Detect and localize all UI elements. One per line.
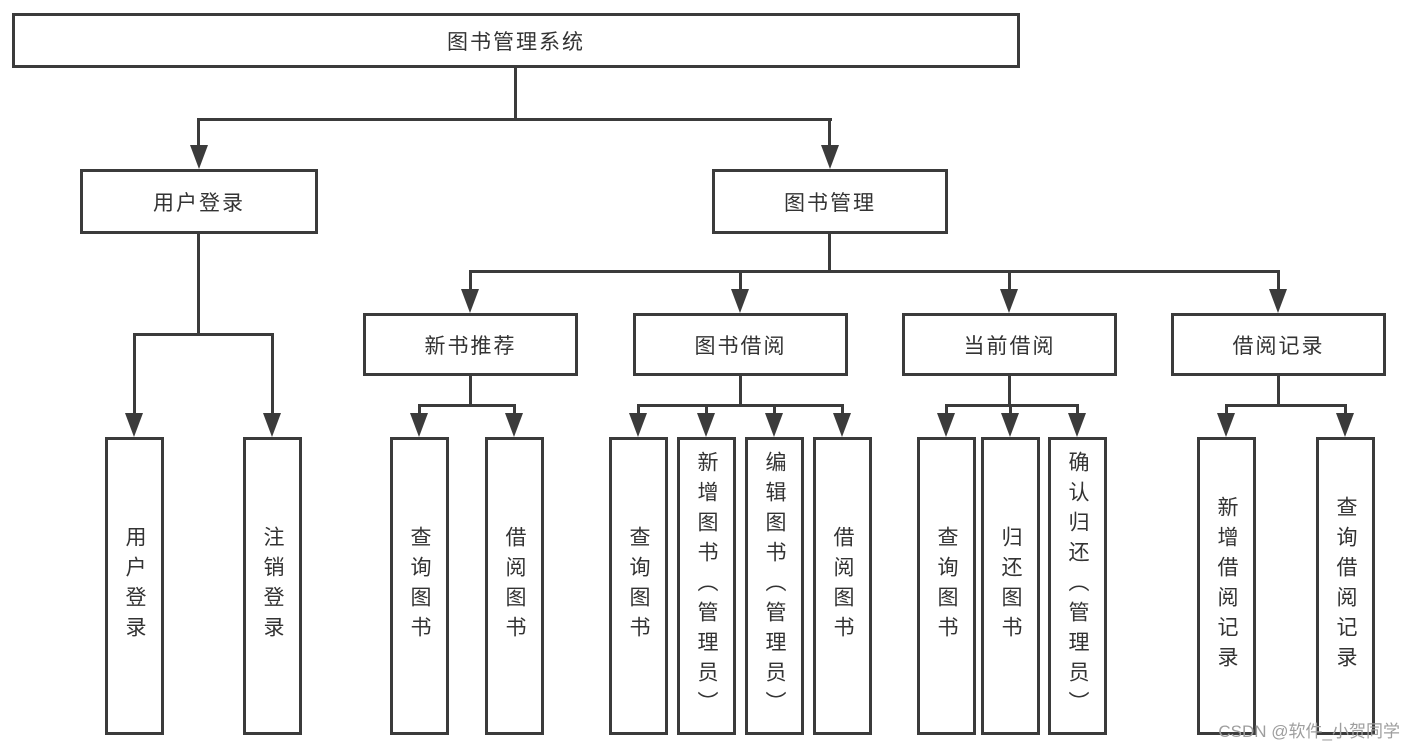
connector-line	[637, 404, 640, 418]
connector-line	[841, 404, 844, 418]
node-label: 借阅图书	[503, 526, 526, 646]
node-label: 查询借阅记录	[1334, 496, 1357, 676]
node-label: 借阅记录	[1232, 334, 1325, 358]
node-label: 图书借阅	[694, 334, 787, 358]
node-borrowing-records: 借阅记录	[1171, 313, 1386, 376]
leaf-add-books-admin: 新增图书（管理员）	[677, 437, 736, 735]
arrowhead-down-icon	[1001, 413, 1019, 437]
node-label: 查询图书	[408, 526, 431, 646]
node-library-management-system: 图书管理系统	[12, 13, 1020, 68]
connector-line	[469, 270, 472, 294]
leaf-query-books-borrow: 查询图书	[609, 437, 668, 735]
connector-line	[133, 333, 136, 418]
node-current-borrowing: 当前借阅	[902, 313, 1117, 376]
connector-line	[739, 376, 742, 407]
connector-line	[469, 270, 1280, 273]
node-book-borrowing: 图书借阅	[633, 313, 848, 376]
connector-line	[945, 404, 1079, 407]
leaf-borrow-books: 借阅图书	[813, 437, 872, 735]
leaf-query-books-recommend: 查询图书	[390, 437, 449, 735]
connector-line	[773, 404, 776, 418]
arrowhead-down-icon	[765, 413, 783, 437]
arrowhead-down-icon	[1269, 289, 1287, 313]
arrowhead-down-icon	[125, 413, 143, 437]
leaf-borrow-books-recommend: 借阅图书	[485, 437, 544, 735]
connector-line	[1277, 270, 1280, 294]
arrowhead-down-icon	[629, 413, 647, 437]
leaf-edit-books-admin: 编辑图书（管理员）	[745, 437, 804, 735]
connector-line	[1225, 404, 1347, 407]
arrowhead-down-icon	[1000, 289, 1018, 313]
node-label: 新增图书（管理员）	[695, 451, 718, 721]
connector-line	[418, 404, 421, 418]
arrowhead-down-icon	[833, 413, 851, 437]
node-label: 用户登录	[153, 191, 245, 215]
arrowhead-down-icon	[937, 413, 955, 437]
node-label: 确认归还（管理员）	[1066, 451, 1089, 721]
arrowhead-down-icon	[263, 413, 281, 437]
connector-line	[1344, 404, 1347, 418]
connector-line	[828, 234, 831, 273]
arrowhead-down-icon	[461, 289, 479, 313]
connector-line	[1009, 404, 1012, 418]
connector-line	[197, 118, 832, 121]
connector-line	[1008, 270, 1011, 294]
leaf-confirm-return-admin: 确认归还（管理员）	[1048, 437, 1107, 735]
node-label: 新书推荐	[424, 334, 517, 358]
connector-line	[945, 404, 948, 418]
connector-line	[1225, 404, 1228, 418]
node-new-book-recommendation: 新书推荐	[363, 313, 578, 376]
arrowhead-down-icon	[1068, 413, 1086, 437]
node-user-login: 用户登录	[80, 169, 318, 234]
connector-line	[271, 333, 274, 418]
arrowhead-down-icon	[1336, 413, 1354, 437]
leaf-user-login: 用户登录	[105, 437, 164, 735]
arrowhead-down-icon	[697, 413, 715, 437]
node-label: 用户登录	[123, 526, 146, 646]
watermark: CSDN @软件_小贺同学	[1218, 722, 1400, 741]
connector-line	[469, 376, 472, 407]
connector-line	[197, 234, 200, 336]
connector-line	[637, 404, 844, 407]
node-label: 图书管理系统	[447, 30, 585, 54]
leaf-return-books: 归还图书	[981, 437, 1040, 735]
arrowhead-down-icon	[1217, 413, 1235, 437]
leaf-add-borrow-record: 新增借阅记录	[1197, 437, 1256, 735]
connector-line	[1008, 376, 1011, 407]
connector-line	[1277, 376, 1280, 407]
node-label: 借阅图书	[831, 526, 854, 646]
connector-line	[197, 118, 200, 150]
leaf-query-borrow-record: 查询借阅记录	[1316, 437, 1375, 735]
connector-line	[828, 118, 831, 150]
connector-line	[1076, 404, 1079, 418]
node-label: 编辑图书（管理员）	[763, 451, 786, 721]
node-label: 新增借阅记录	[1215, 496, 1238, 676]
arrowhead-down-icon	[731, 289, 749, 313]
connector-line	[418, 404, 516, 407]
leaf-logout: 注销登录	[243, 437, 302, 735]
arrowhead-down-icon	[190, 145, 208, 169]
connector-line	[705, 404, 708, 418]
arrowhead-down-icon	[410, 413, 428, 437]
node-book-management: 图书管理	[712, 169, 948, 234]
node-label: 归还图书	[999, 526, 1022, 646]
connector-line	[133, 333, 274, 336]
connector-line	[739, 270, 742, 294]
arrowhead-down-icon	[505, 413, 523, 437]
node-label: 当前借阅	[963, 334, 1056, 358]
connector-line	[514, 68, 517, 121]
node-label: 查询图书	[935, 526, 958, 646]
arrowhead-down-icon	[821, 145, 839, 169]
node-label: 注销登录	[261, 526, 284, 646]
node-label: 图书管理	[784, 191, 876, 215]
leaf-query-books-current: 查询图书	[917, 437, 976, 735]
connector-line	[513, 404, 516, 418]
node-label: 查询图书	[627, 526, 650, 646]
